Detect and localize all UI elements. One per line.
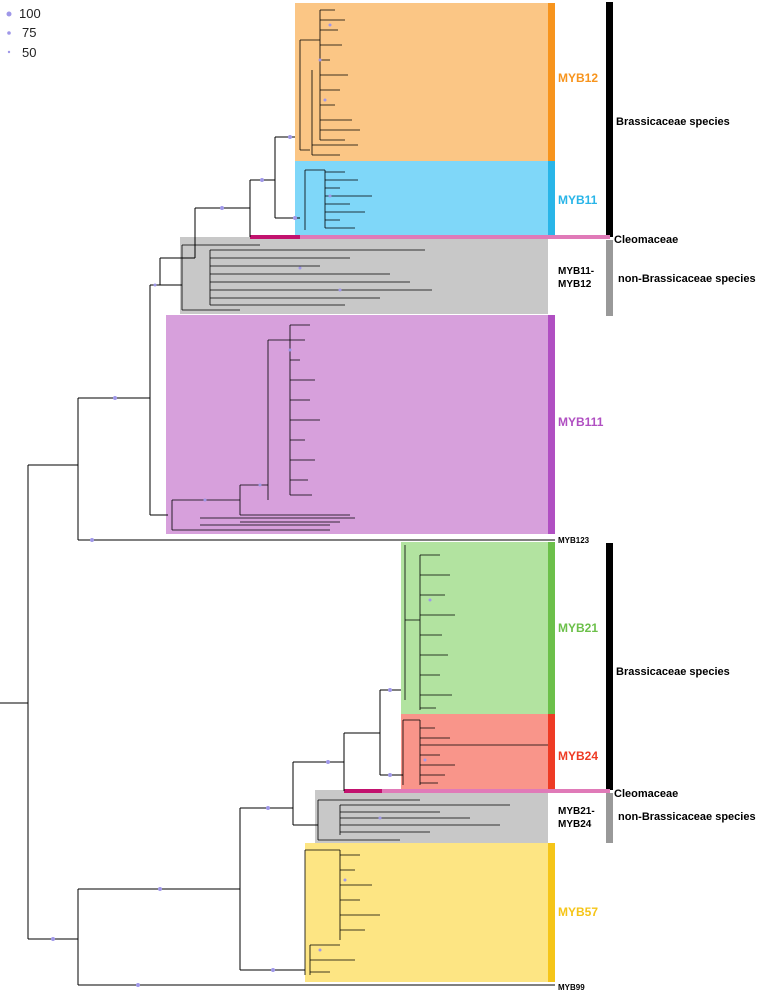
myb24-subtree — [402, 719, 548, 785]
label-myb99: MYB99 — [558, 983, 585, 992]
label-myb21-myb24-line1: MYB21- — [558, 806, 595, 817]
label-myb11-myb12-line2: MYB12 — [558, 279, 592, 290]
myb57-subtree — [304, 849, 380, 975]
myb57-clade-box — [305, 843, 548, 982]
label-myb111: MYB111 — [558, 415, 604, 429]
non-brassicaceae-bar-bottom — [606, 793, 613, 843]
legend-dot-75 — [7, 31, 11, 35]
brassicaceae-bar-bottom — [606, 543, 613, 790]
label-myb21-myb24-line2: MYB24 — [558, 819, 592, 830]
tree-backbone — [0, 136, 555, 986]
myb11-bar — [548, 161, 555, 237]
label-non-brassicaceae-bottom: non-Brassicaceae species — [618, 811, 756, 823]
label-cleomaceae-top: Cleomaceae — [614, 234, 678, 246]
myb11-myb12-clade-box — [180, 237, 548, 314]
myb111-bar — [548, 315, 555, 534]
label-non-brassicaceae-top: non-Brassicaceae species — [618, 273, 756, 285]
label-myb57: MYB57 — [558, 905, 598, 919]
myb21-bar — [548, 542, 555, 714]
label-brassicaceae-top: Brassicaceae species — [616, 116, 730, 128]
legend-dot-100 — [6, 11, 12, 17]
legend-label-50: 50 — [22, 45, 36, 60]
myb21-clade-box — [401, 542, 548, 714]
legend-label-100: 100 — [19, 6, 41, 21]
label-myb11: MYB11 — [558, 193, 598, 207]
myb12-bar — [548, 3, 555, 161]
legend-dot-50 — [7, 50, 11, 54]
myb11-myb12-subtree — [181, 244, 432, 311]
legend-label-75: 75 — [22, 25, 36, 40]
non-brassicaceae-bar-top — [606, 240, 613, 316]
myb21-subtree — [404, 545, 455, 710]
label-myb21: MYB21 — [558, 621, 598, 635]
label-myb11-myb12-line1: MYB11- — [558, 266, 594, 277]
myb21-myb24-clade-box — [315, 790, 548, 843]
label-cleomaceae-bottom: Cleomaceae — [614, 788, 678, 800]
myb111-clade-box — [166, 315, 548, 534]
label-myb123: MYB123 — [558, 536, 590, 545]
label-brassicaceae-bottom: Brassicaceae species — [616, 666, 730, 678]
myb12-clade-box — [295, 3, 548, 161]
myb24-bar — [548, 714, 555, 790]
label-myb12: MYB12 — [558, 71, 598, 85]
myb12-subtree — [299, 9, 360, 156]
myb11-subtree — [304, 169, 372, 230]
myb24-clade-box — [401, 714, 548, 790]
support-legend: 100 75 50 — [6, 6, 41, 60]
myb111-subtree — [171, 324, 355, 531]
brassicaceae-bar-top — [606, 2, 613, 237]
bootstrap-dots — [51, 23, 432, 987]
myb57-bar — [548, 843, 555, 982]
label-myb24: MYB24 — [558, 749, 598, 763]
myb11-clade-box — [295, 161, 548, 237]
myb21-myb24-subtree — [317, 799, 510, 841]
